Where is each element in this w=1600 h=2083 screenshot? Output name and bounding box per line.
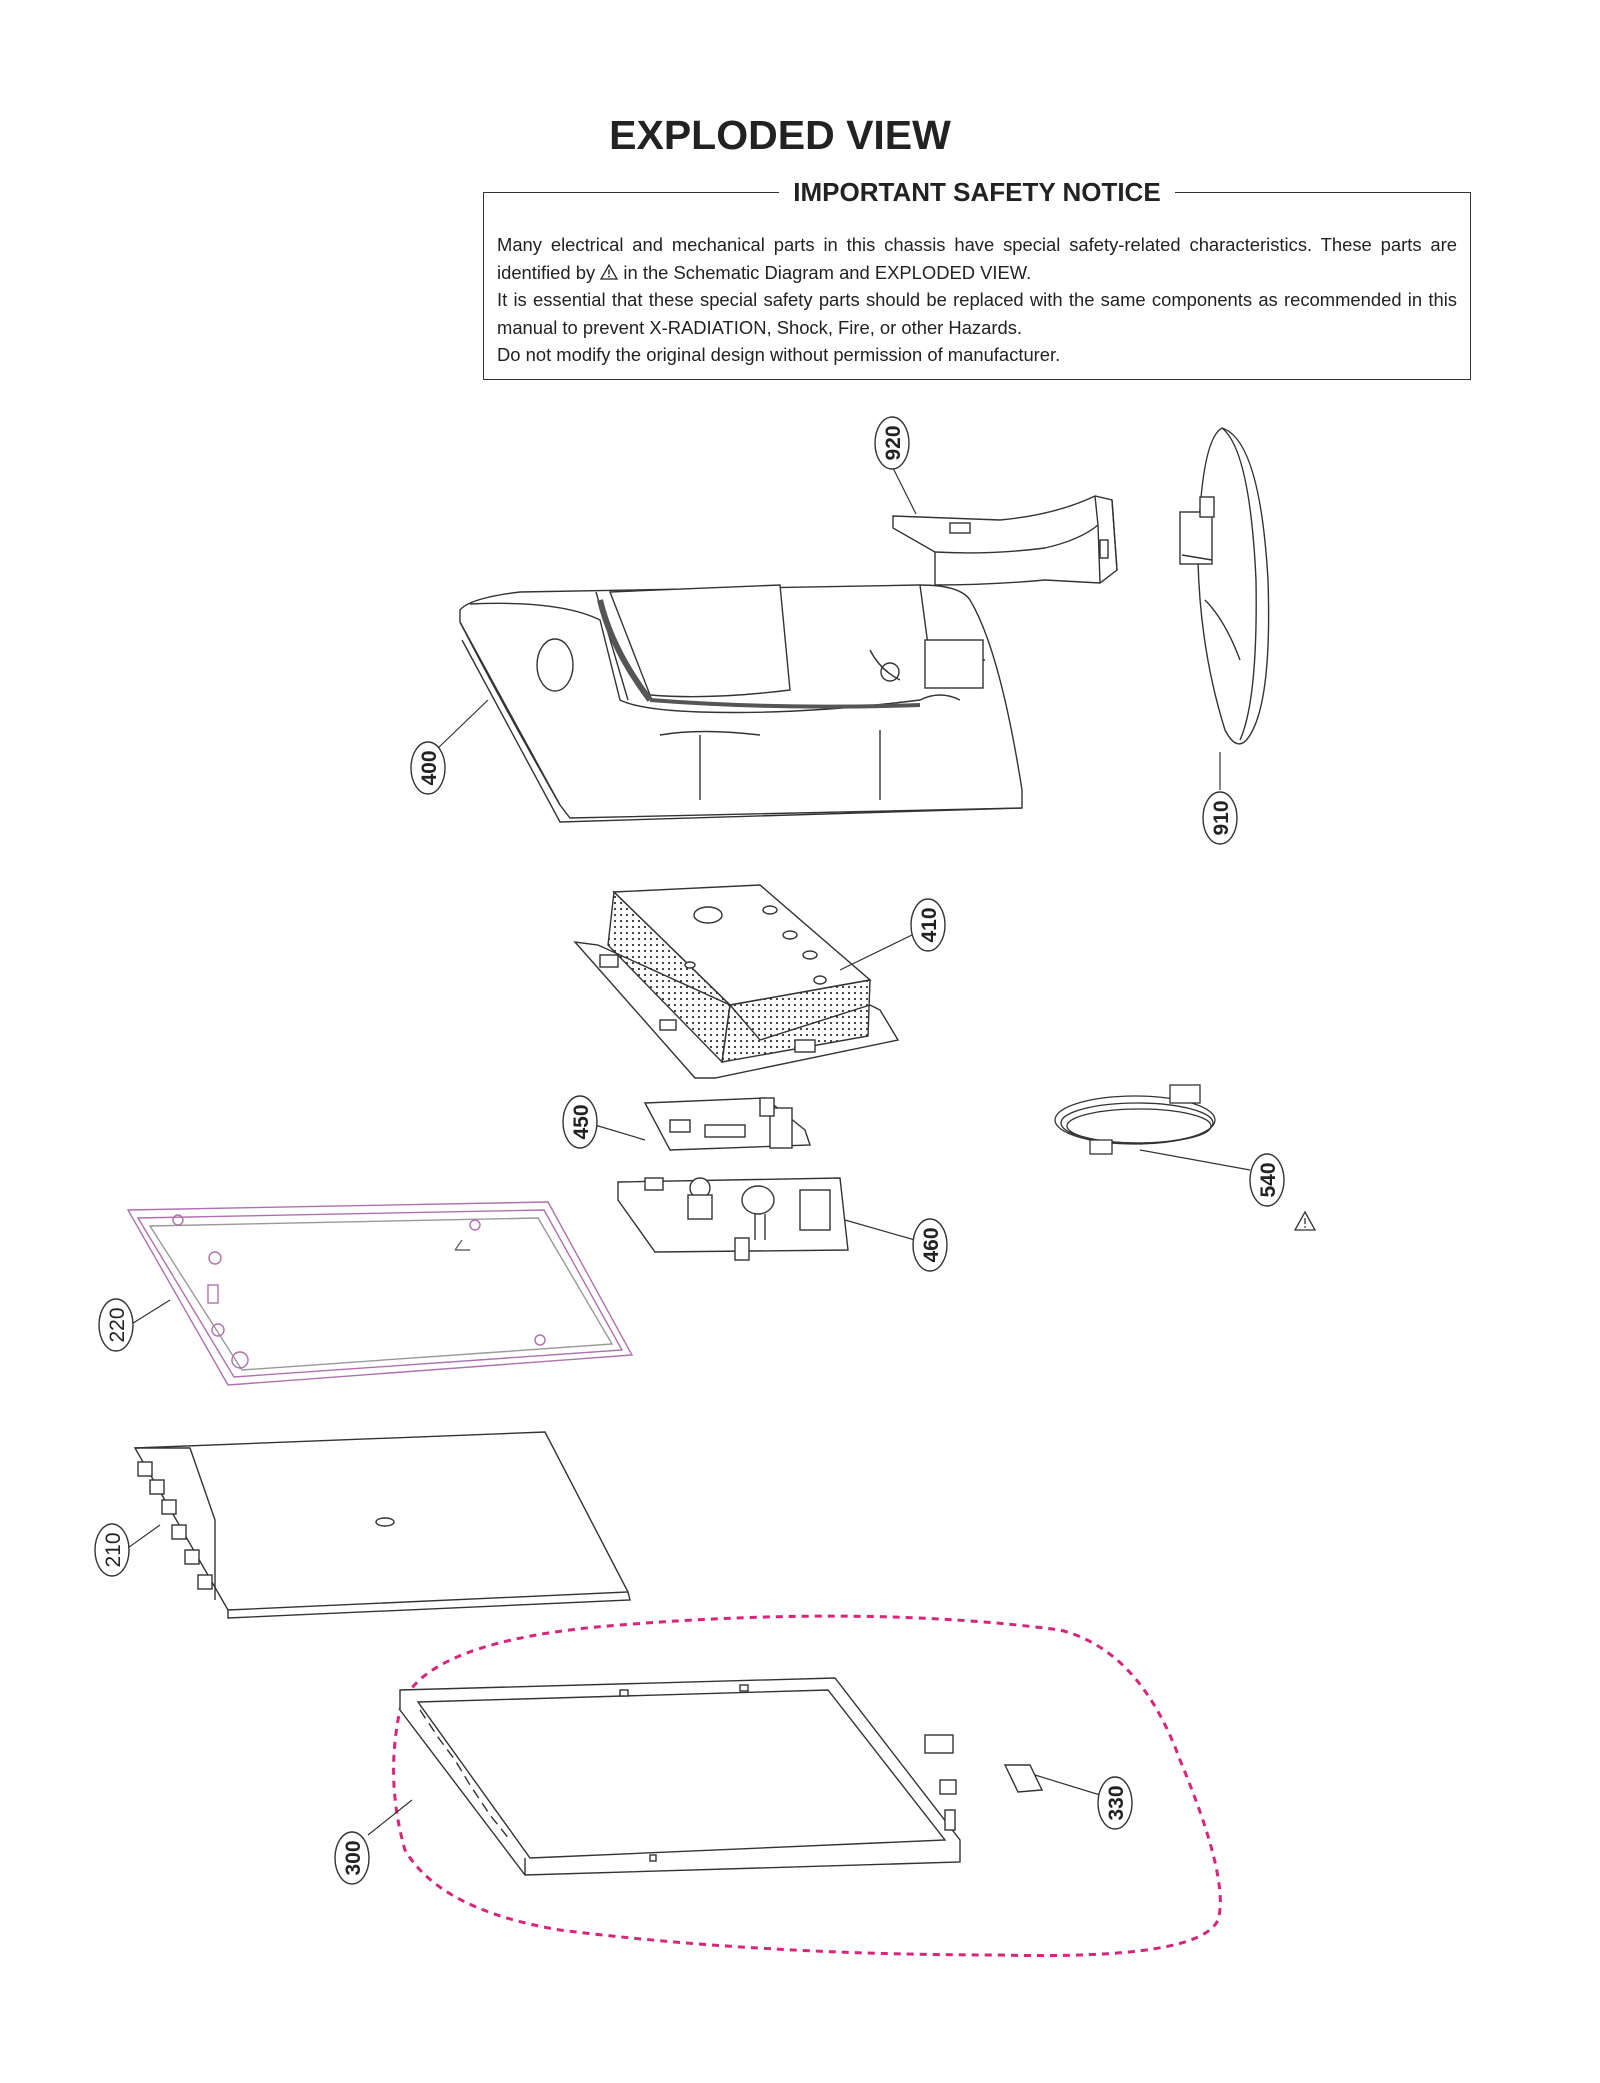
part-label-910: 910: [1210, 800, 1233, 835]
notice-line1-a: Many electrical and mechanical parts in …: [497, 234, 1457, 283]
part-label-920: 920: [882, 425, 905, 460]
notice-line1-b: in the Schematic Diagram and EXPLODED VI…: [623, 261, 1032, 283]
safety-notice-body: Many electrical and mechanical parts in …: [497, 231, 1457, 369]
part-910-stand-base: [1179, 427, 1270, 745]
part-label-330: 330: [1105, 1785, 1128, 1820]
part-label-210: 210: [102, 1532, 125, 1567]
part-920-stand-neck: [892, 495, 1118, 586]
part-540-power-cord: [1054, 1084, 1216, 1155]
part-300-front-bezel: [399, 1677, 961, 1876]
part-label-220: 220: [106, 1307, 129, 1342]
part-label-300: 300: [342, 1840, 365, 1875]
part-460-power-board: [617, 1177, 849, 1261]
part-220-frame: [126, 1201, 634, 1386]
part-210-lcd-panel: [133, 1431, 631, 1619]
safety-notice-title: IMPORTANT SAFETY NOTICE: [779, 177, 1175, 207]
notice-line2: It is essential that these special safet…: [497, 289, 1457, 338]
part-410-shield-case: [573, 884, 900, 1079]
part-label-410: 410: [918, 907, 941, 942]
part-label-540: 540: [1257, 1162, 1280, 1197]
part-330-button-board: [1003, 1764, 1044, 1793]
page-title: EXPLODED VIEW: [609, 112, 951, 158]
warning-triangle-icon: [1293, 1210, 1317, 1231]
part-450-interface-board: [643, 1097, 811, 1151]
notice-line3: Do not modify the original design withou…: [497, 344, 1061, 365]
safety-notice-box: IMPORTANT SAFETY NOTICE Many electrical …: [483, 177, 1471, 380]
part-label-450: 450: [570, 1104, 593, 1139]
part-label-400: 400: [418, 750, 441, 785]
part-400-back-cover: [459, 584, 1023, 823]
part-label-460: 460: [920, 1227, 943, 1262]
warning-triangle-icon: [600, 263, 619, 280]
